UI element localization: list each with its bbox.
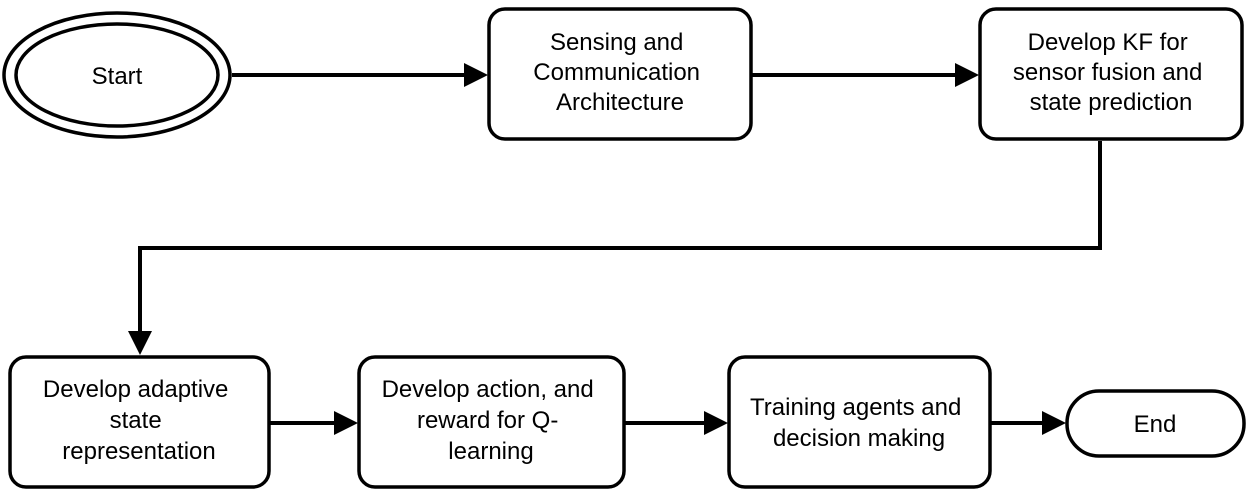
training-node-label-line: decision making [773, 425, 945, 452]
action-reward-node: Develop action, and reward for Q- learni… [357, 355, 626, 489]
sensing-node-label-line: Communication [533, 59, 700, 86]
action-node-label: Develop action, and reward for Q- learni… [382, 376, 601, 465]
sensing-node-label-line: Sensing and [550, 29, 683, 56]
arrowhead-action [334, 411, 358, 435]
arrowhead-sensing [464, 63, 488, 87]
end-node-label: End [1134, 411, 1177, 438]
adaptive-node-label-line: Develop adaptive [43, 376, 228, 403]
start-node-label: Start [92, 63, 143, 90]
start-node-label-line: Start [92, 63, 143, 90]
training-node-label-line: Training agents and [750, 394, 961, 421]
adaptive-node-label-line: representation [62, 438, 215, 465]
end-node-label-line: End [1134, 411, 1177, 438]
kf-node-label-line: sensor fusion and [1013, 59, 1202, 86]
kf-node-label: Develop KF for sensor fusion and state p… [1013, 29, 1209, 116]
arrowhead-kf [955, 63, 979, 87]
kf-node-label-line: Develop KF for [1028, 29, 1188, 56]
action-node-label-line: learning [448, 438, 533, 465]
arrowhead-adaptive [128, 331, 152, 355]
kf-sensor-fusion-node: Develop KF for sensor fusion and state p… [978, 7, 1244, 141]
arrow-kf-to-adaptive [138, 141, 1102, 334]
adaptive-state-node: Develop adaptive state representation [8, 355, 271, 489]
start-node: Start [2, 11, 232, 139]
end-node: End [1065, 389, 1246, 458]
sensing-architecture-node: Sensing and Communication Architecture [487, 7, 753, 141]
training-agents-node: Training agents and decision making [727, 355, 992, 489]
training-node-label: Training agents and decision making [750, 394, 968, 452]
adaptive-node-label: Develop adaptive state representation [43, 376, 235, 465]
action-node-label-line: Develop action, and [382, 376, 594, 403]
arrowhead-end [1042, 411, 1066, 435]
sensing-node-label-line: Architecture [556, 89, 684, 116]
kf-node-label-line: state prediction [1030, 89, 1193, 116]
action-node-label-line: reward for Q- [417, 407, 558, 434]
arrowhead-training [704, 411, 728, 435]
connectors [128, 63, 1102, 435]
adaptive-node-label-line: state [110, 407, 162, 434]
sensing-node-label: Sensing and Communication Architecture [533, 29, 706, 116]
